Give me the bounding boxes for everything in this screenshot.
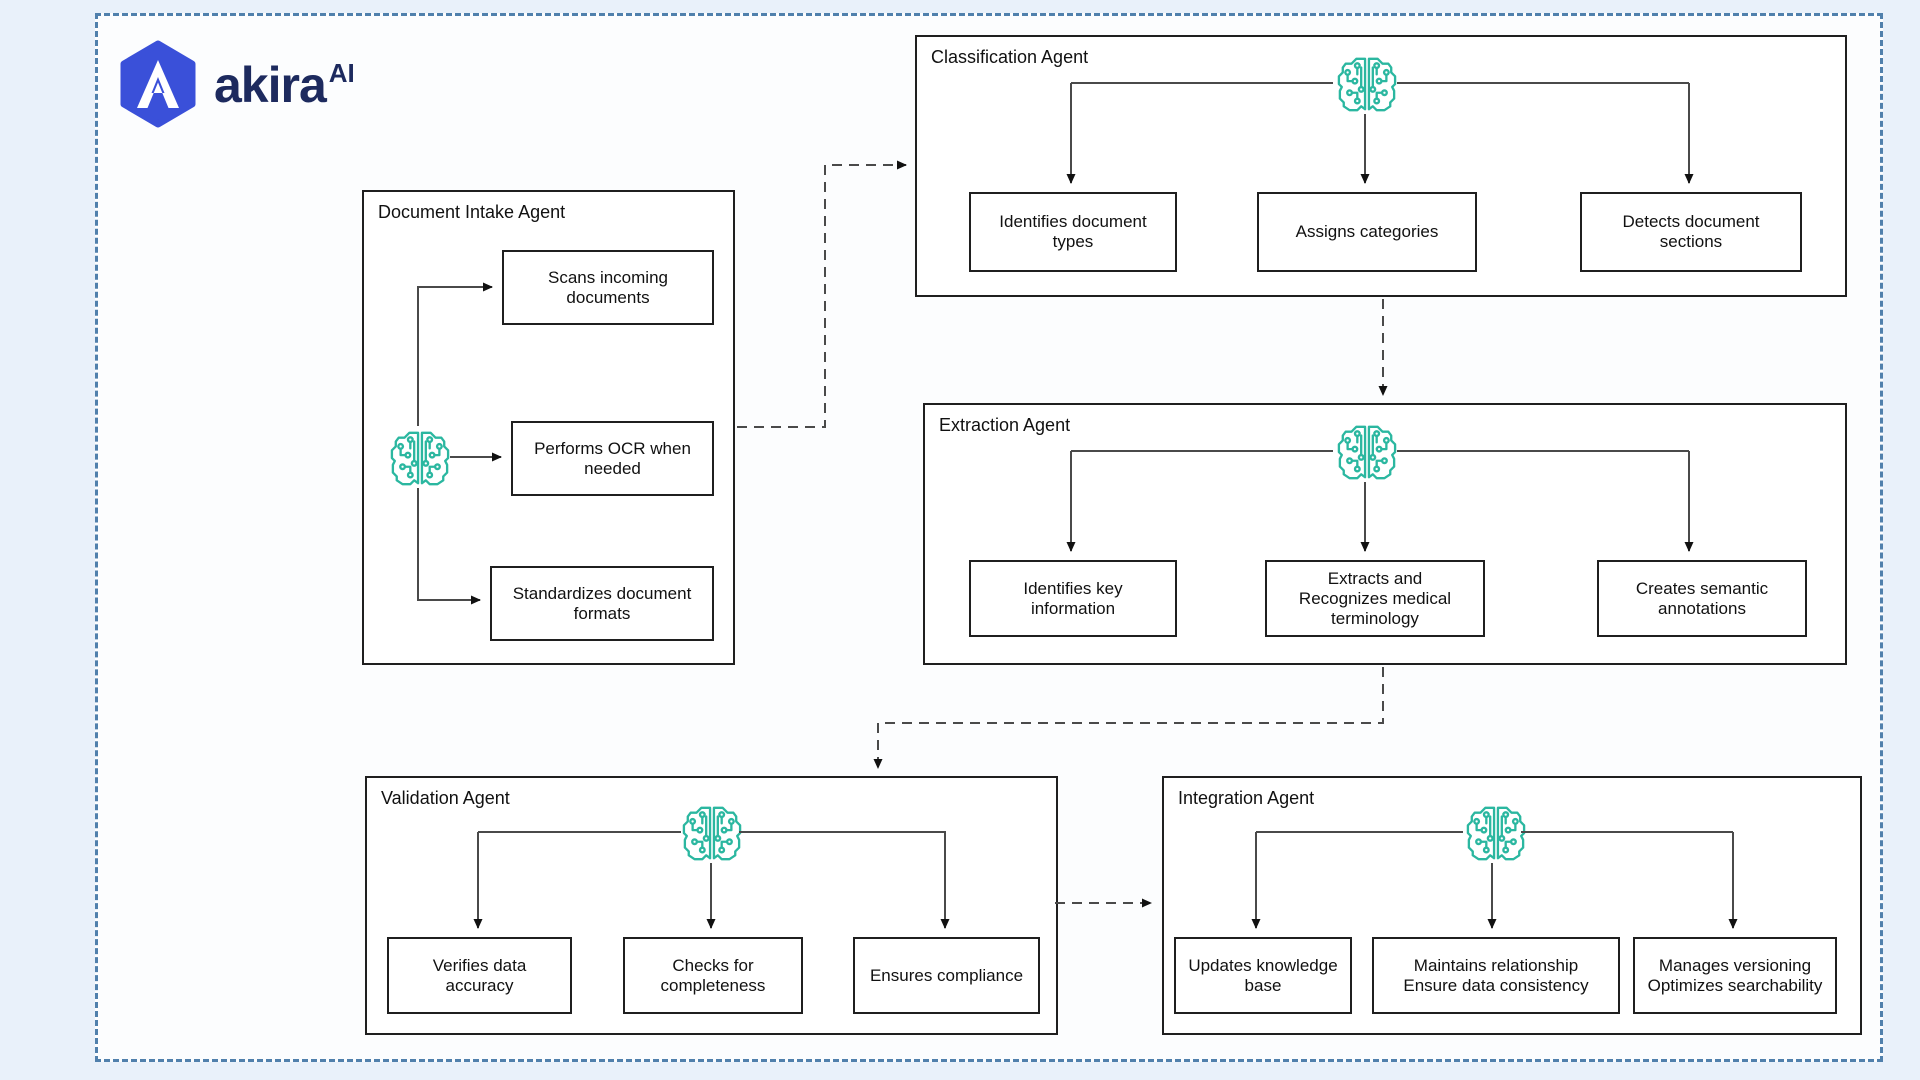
brain-circuit-icon bbox=[389, 428, 451, 490]
classification-agent-group: Classification Agent Identifies document… bbox=[915, 35, 1847, 297]
brain-circuit-icon bbox=[1465, 803, 1527, 865]
brain-circuit-icon bbox=[1336, 54, 1398, 116]
task-ensures-compliance: Ensures compliance bbox=[853, 937, 1040, 1014]
validation-agent-group: Validation Agent Verifies data accuracy … bbox=[365, 776, 1058, 1035]
task-manages-versioning: Manages versioning Optimizes searchabili… bbox=[1633, 937, 1837, 1014]
extraction-agent-title: Extraction Agent bbox=[939, 415, 1071, 435]
akira-hexagon-logo-icon bbox=[120, 40, 196, 128]
integration-agent-title: Integration Agent bbox=[1178, 788, 1315, 808]
validation-agent-title: Validation Agent bbox=[381, 788, 510, 808]
classification-agent-title: Classification Agent bbox=[931, 47, 1089, 67]
document-intake-agent-group: Document Intake Agent Scans incoming doc… bbox=[362, 190, 735, 665]
task-maintains-relationship: Maintains relationship Ensure data consi… bbox=[1372, 937, 1620, 1014]
document-intake-agent-title: Document Intake Agent bbox=[378, 202, 566, 222]
task-performs-ocr: Performs OCR when needed bbox=[511, 421, 714, 496]
extraction-agent-group: Extraction Agent Identifies key informat… bbox=[923, 403, 1847, 665]
brain-circuit-icon bbox=[681, 803, 743, 865]
task-identifies-document-types: Identifies document types bbox=[969, 192, 1177, 272]
task-creates-semantic-annotations: Creates semantic annotations bbox=[1597, 560, 1807, 637]
task-checks-completeness: Checks for completeness bbox=[623, 937, 803, 1014]
task-standardizes-formats: Standardizes document formats bbox=[490, 566, 714, 641]
task-assigns-categories: Assigns categories bbox=[1257, 192, 1477, 272]
task-updates-knowledge-base: Updates knowledge base bbox=[1174, 937, 1352, 1014]
task-detects-document-sections: Detects document sections bbox=[1580, 192, 1802, 272]
task-identifies-key-information: Identifies key information bbox=[969, 560, 1177, 637]
logo-brand: akira bbox=[214, 57, 327, 113]
task-scans-incoming-documents: Scans incoming documents bbox=[502, 250, 714, 325]
task-extracts-medical-terminology: Extracts and Recognizes medical terminol… bbox=[1265, 560, 1485, 637]
integration-agent-group: Integration Agent Updates knowledge base… bbox=[1162, 776, 1862, 1035]
logo-suffix: AI bbox=[328, 58, 355, 88]
task-verifies-data-accuracy: Verifies data accuracy bbox=[387, 937, 572, 1014]
brain-circuit-icon bbox=[1336, 422, 1398, 484]
